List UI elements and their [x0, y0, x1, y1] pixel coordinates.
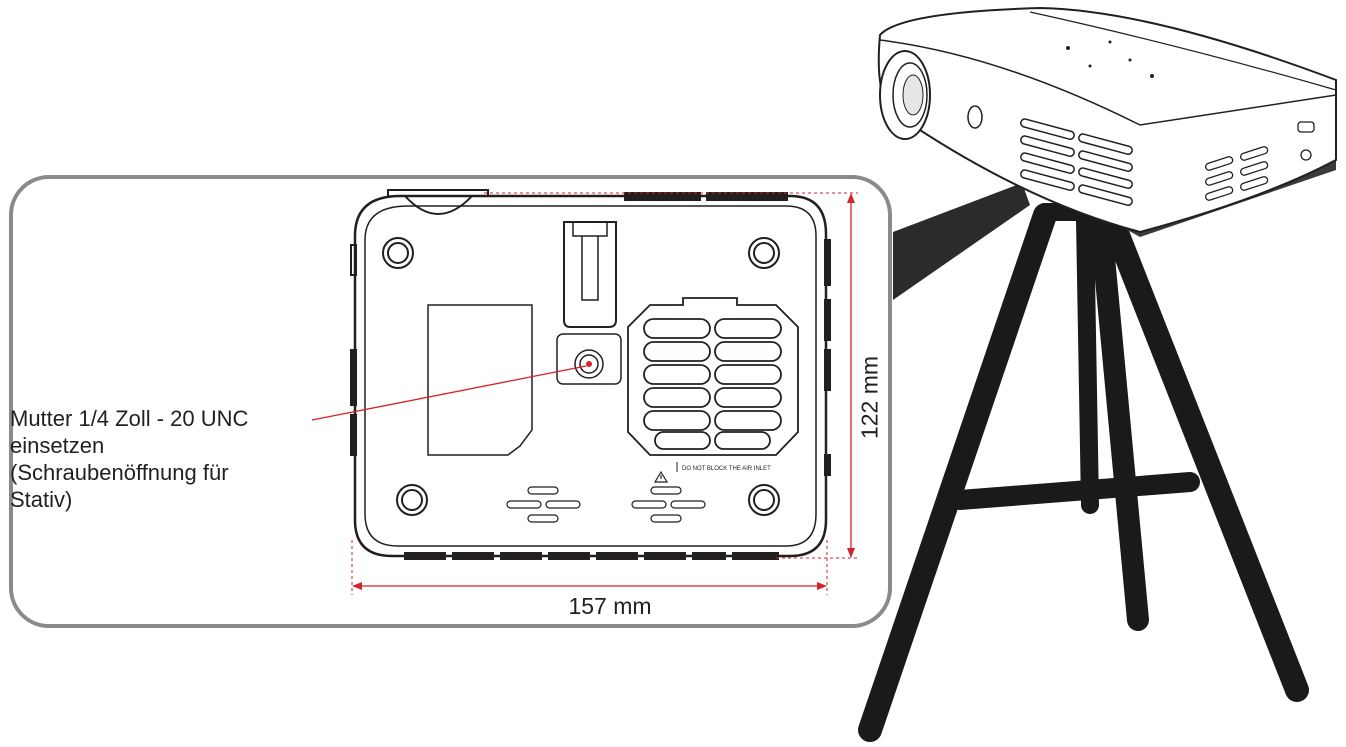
- height-dimension-line: [847, 193, 855, 558]
- warning-icon: [653, 470, 669, 483]
- detail-frame: [9, 175, 892, 628]
- tripod-screw-socket: [574, 349, 604, 379]
- projector-bottom-view: [350, 189, 831, 560]
- tripod: [858, 203, 1309, 742]
- air-inlet-warning: DO NOT BLOCK THE AIR INLET: [653, 462, 771, 483]
- width-dimension-line: [352, 582, 827, 590]
- callout-line: (Schraubenöffnung für: [10, 460, 229, 485]
- tripod-screw-callout: Mutter 1/4 Zoll - 20 UNC einsetzen (Schr…: [10, 405, 340, 513]
- width-dimension-label: 157 mm: [568, 593, 652, 619]
- air-inlet-warning-text: DO NOT BLOCK THE AIR INLET: [682, 466, 771, 472]
- dimension-guides: [351, 192, 858, 595]
- height-dimension-label: 122 mm: [856, 355, 883, 440]
- callout-leader-line: [311, 365, 587, 421]
- projection-shadow: [893, 183, 1030, 300]
- speaker-grille: [506, 486, 706, 523]
- projector-3d-view: [877, 6, 1337, 237]
- air-inlet-cover: [627, 297, 799, 456]
- callout-line: einsetzen: [10, 433, 105, 458]
- callout-line: Stativ): [10, 487, 73, 512]
- callout-line: Mutter 1/4 Zoll - 20 UNC: [10, 406, 249, 431]
